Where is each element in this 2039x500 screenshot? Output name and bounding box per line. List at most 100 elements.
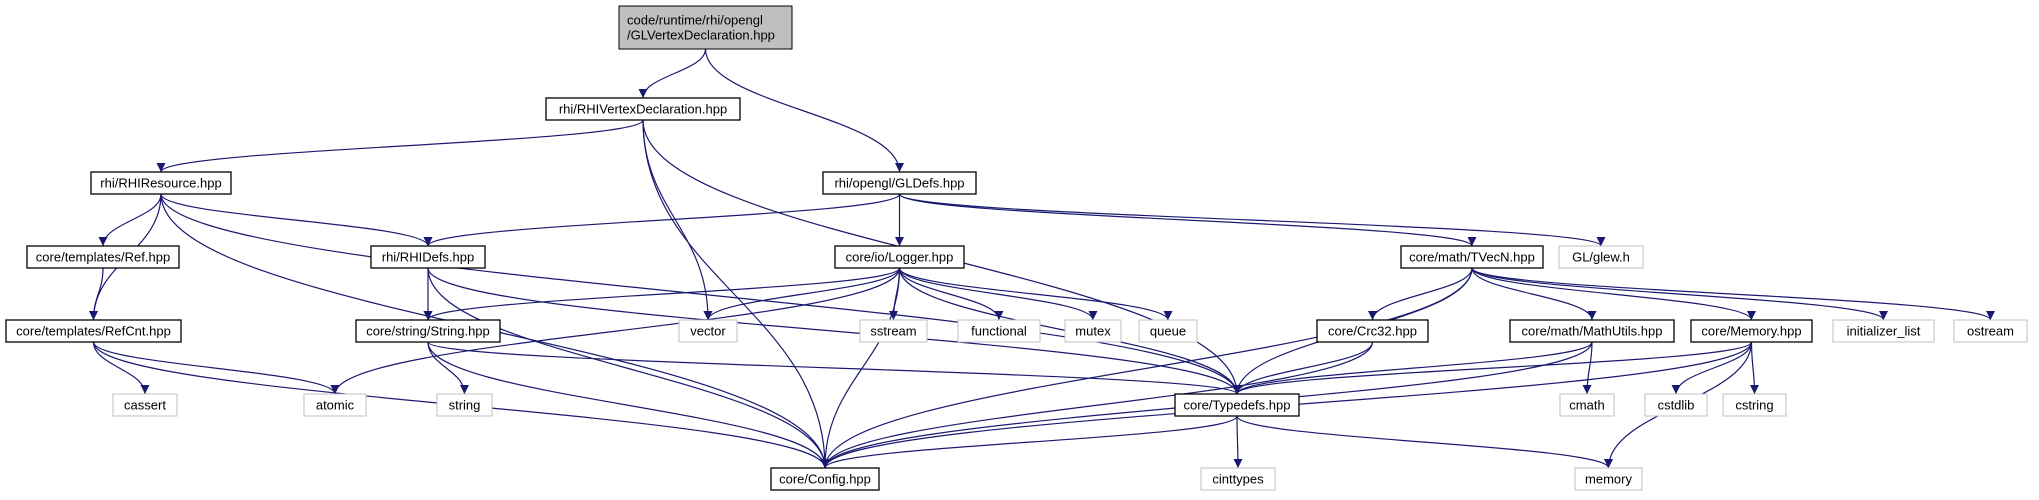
- node-string[interactable]: core/string/String.hpp: [355, 319, 501, 343]
- edge-tvecn-to-ostream: [1471, 267, 1995, 321]
- node-box-rhivd: [545, 97, 741, 121]
- node-label-atomic: atomic: [316, 398, 355, 413]
- node-label-functional: functional: [971, 324, 1027, 339]
- node-vector: vector: [678, 319, 738, 343]
- node-label-cstring: cstring: [1735, 398, 1773, 413]
- node-initlist: initializer_list: [1832, 319, 1935, 343]
- edge-logger-to-queue: [898, 267, 1173, 321]
- node-box-queue: [1138, 319, 1198, 343]
- node-label-gldefs: rhi/opengl/GLDefs.hpp: [834, 176, 964, 191]
- node-box-typedefs: [1174, 393, 1300, 417]
- node-box-cstring: [1722, 393, 1787, 417]
- edge-logger-to-atomic: [330, 267, 901, 395]
- edge-gldefs-to-tvecn: [898, 193, 1477, 247]
- node-ref[interactable]: core/templates/Ref.hpp: [26, 245, 180, 269]
- edge-tvecn-to-memoryh: [1471, 267, 1756, 321]
- node-label-mathutils: core/math/MathUtils.hpp: [1522, 324, 1663, 339]
- node-label-vector: vector: [690, 324, 726, 339]
- node-label-crc32: core/Crc32.hpp: [1328, 324, 1417, 339]
- node-label-cmath: cmath: [1569, 398, 1604, 413]
- node-label-sstream: sstream: [870, 324, 916, 339]
- node-cinttypes: cinttypes: [1200, 467, 1276, 491]
- node-crc32[interactable]: core/Crc32.hpp: [1316, 319, 1429, 343]
- node-box-cinttypes: [1200, 467, 1276, 491]
- node-queue: queue: [1138, 319, 1198, 343]
- edge-tvecn-to-initlist: [1471, 267, 1888, 321]
- node-mathutils[interactable]: core/math/MathUtils.hpp: [1509, 319, 1675, 343]
- node-label-config: core/Config.hpp: [779, 472, 871, 487]
- edge-memoryh-to-typedefs: [1232, 341, 1753, 395]
- node-label-glew: GL/glew.h: [1572, 250, 1630, 265]
- node-functional: functional: [957, 319, 1041, 343]
- node-memory: memory: [1574, 467, 1643, 491]
- edge-rhidefs-to-config: [427, 267, 830, 469]
- node-cstring: cstring: [1722, 393, 1787, 417]
- node-logger[interactable]: core/io/Logger.hpp: [834, 245, 965, 269]
- node-sstream: sstream: [859, 319, 928, 343]
- edge-typedefs-to-config: [820, 415, 1238, 469]
- node-box-atomic: [303, 393, 367, 417]
- node-box-glew: [1558, 245, 1644, 269]
- node-label-memoryh: core/Memory.hpp: [1701, 324, 1801, 339]
- node-refcnt[interactable]: core/templates/RefCnt.hpp: [5, 319, 182, 343]
- node-root[interactable]: code/runtime/rhi/opengl/GLVertexDeclarat…: [618, 5, 793, 50]
- node-box-tvecn: [1400, 245, 1544, 269]
- edge-gldefs-to-glew: [898, 193, 1606, 247]
- node-mutex: mutex: [1064, 319, 1122, 343]
- node-box-config: [770, 467, 880, 491]
- node-box-refcnt: [5, 319, 182, 343]
- node-box-memory: [1574, 467, 1643, 491]
- edge-logger-to-config: [820, 267, 901, 469]
- node-box-rhires: [90, 171, 232, 195]
- node-label-root: /GLVertexDeclaration.hpp: [627, 28, 775, 43]
- node-label-cinttypes: cinttypes: [1212, 472, 1264, 487]
- node-label-memory: memory: [1585, 472, 1632, 487]
- node-label-mutex: mutex: [1075, 324, 1111, 339]
- node-label-initlist: initializer_list: [1847, 324, 1921, 339]
- node-box-root: [618, 5, 793, 50]
- node-box-sstream: [859, 319, 928, 343]
- node-box-initlist: [1832, 319, 1935, 343]
- node-rhidefs[interactable]: rhi/RHIDefs.hpp: [370, 245, 486, 269]
- node-typedefs[interactable]: core/Typedefs.hpp: [1174, 393, 1300, 417]
- node-box-rhidefs: [370, 245, 486, 269]
- edge-rhires-to-ref: [98, 193, 162, 247]
- edge-tvecn-to-crc32: [1368, 267, 1473, 321]
- node-label-stdstring: string: [449, 398, 481, 413]
- edge-typedefs-to-memory: [1236, 415, 1613, 469]
- node-label-logger: core/io/Logger.hpp: [846, 250, 954, 265]
- node-box-cmath: [1559, 393, 1615, 417]
- edge-rhivd-to-config: [642, 119, 830, 469]
- node-box-string: [355, 319, 501, 343]
- edge-crc32-to-typedefs: [1232, 341, 1374, 395]
- edge-mathutils-to-cmath: [1582, 341, 1593, 395]
- edge-refcnt-to-cassert: [92, 341, 150, 395]
- edge-string-to-stdstring: [427, 341, 469, 395]
- node-glew: GL/glew.h: [1558, 245, 1644, 269]
- node-box-memoryh: [1690, 319, 1813, 343]
- node-label-queue: queue: [1150, 324, 1186, 339]
- node-box-ostream: [1953, 319, 2028, 343]
- node-rhivd[interactable]: rhi/RHIVertexDeclaration.hpp: [545, 97, 741, 121]
- dependency-nodes: code/runtime/rhi/opengl/GLVertexDeclarat…: [5, 5, 2028, 491]
- node-config[interactable]: core/Config.hpp: [770, 467, 880, 491]
- node-rhires[interactable]: rhi/RHIResource.hpp: [90, 171, 232, 195]
- node-label-ostream: ostream: [1967, 324, 2014, 339]
- edge-ref-to-refcnt: [89, 267, 104, 321]
- node-memoryh[interactable]: core/Memory.hpp: [1690, 319, 1813, 343]
- node-cassert: cassert: [112, 393, 178, 417]
- node-label-typedefs: core/Typedefs.hpp: [1184, 398, 1291, 413]
- node-box-mutex: [1064, 319, 1122, 343]
- node-atomic: atomic: [303, 393, 367, 417]
- edge-logger-to-sstream: [889, 267, 901, 321]
- node-gldefs[interactable]: rhi/opengl/GLDefs.hpp: [822, 171, 977, 195]
- edge-memoryh-to-cstring: [1749, 341, 1759, 395]
- node-label-ref: core/templates/Ref.hpp: [36, 250, 170, 265]
- edge-root-to-gldefs: [704, 48, 904, 173]
- edge-gldefs-to-rhidefs: [423, 193, 901, 247]
- node-tvecn[interactable]: core/math/TVecN.hpp: [1400, 245, 1544, 269]
- edge-tvecn-to-config: [820, 267, 1473, 469]
- node-label-rhires: rhi/RHIResource.hpp: [100, 176, 221, 191]
- edge-crc32-to-config: [820, 341, 1374, 469]
